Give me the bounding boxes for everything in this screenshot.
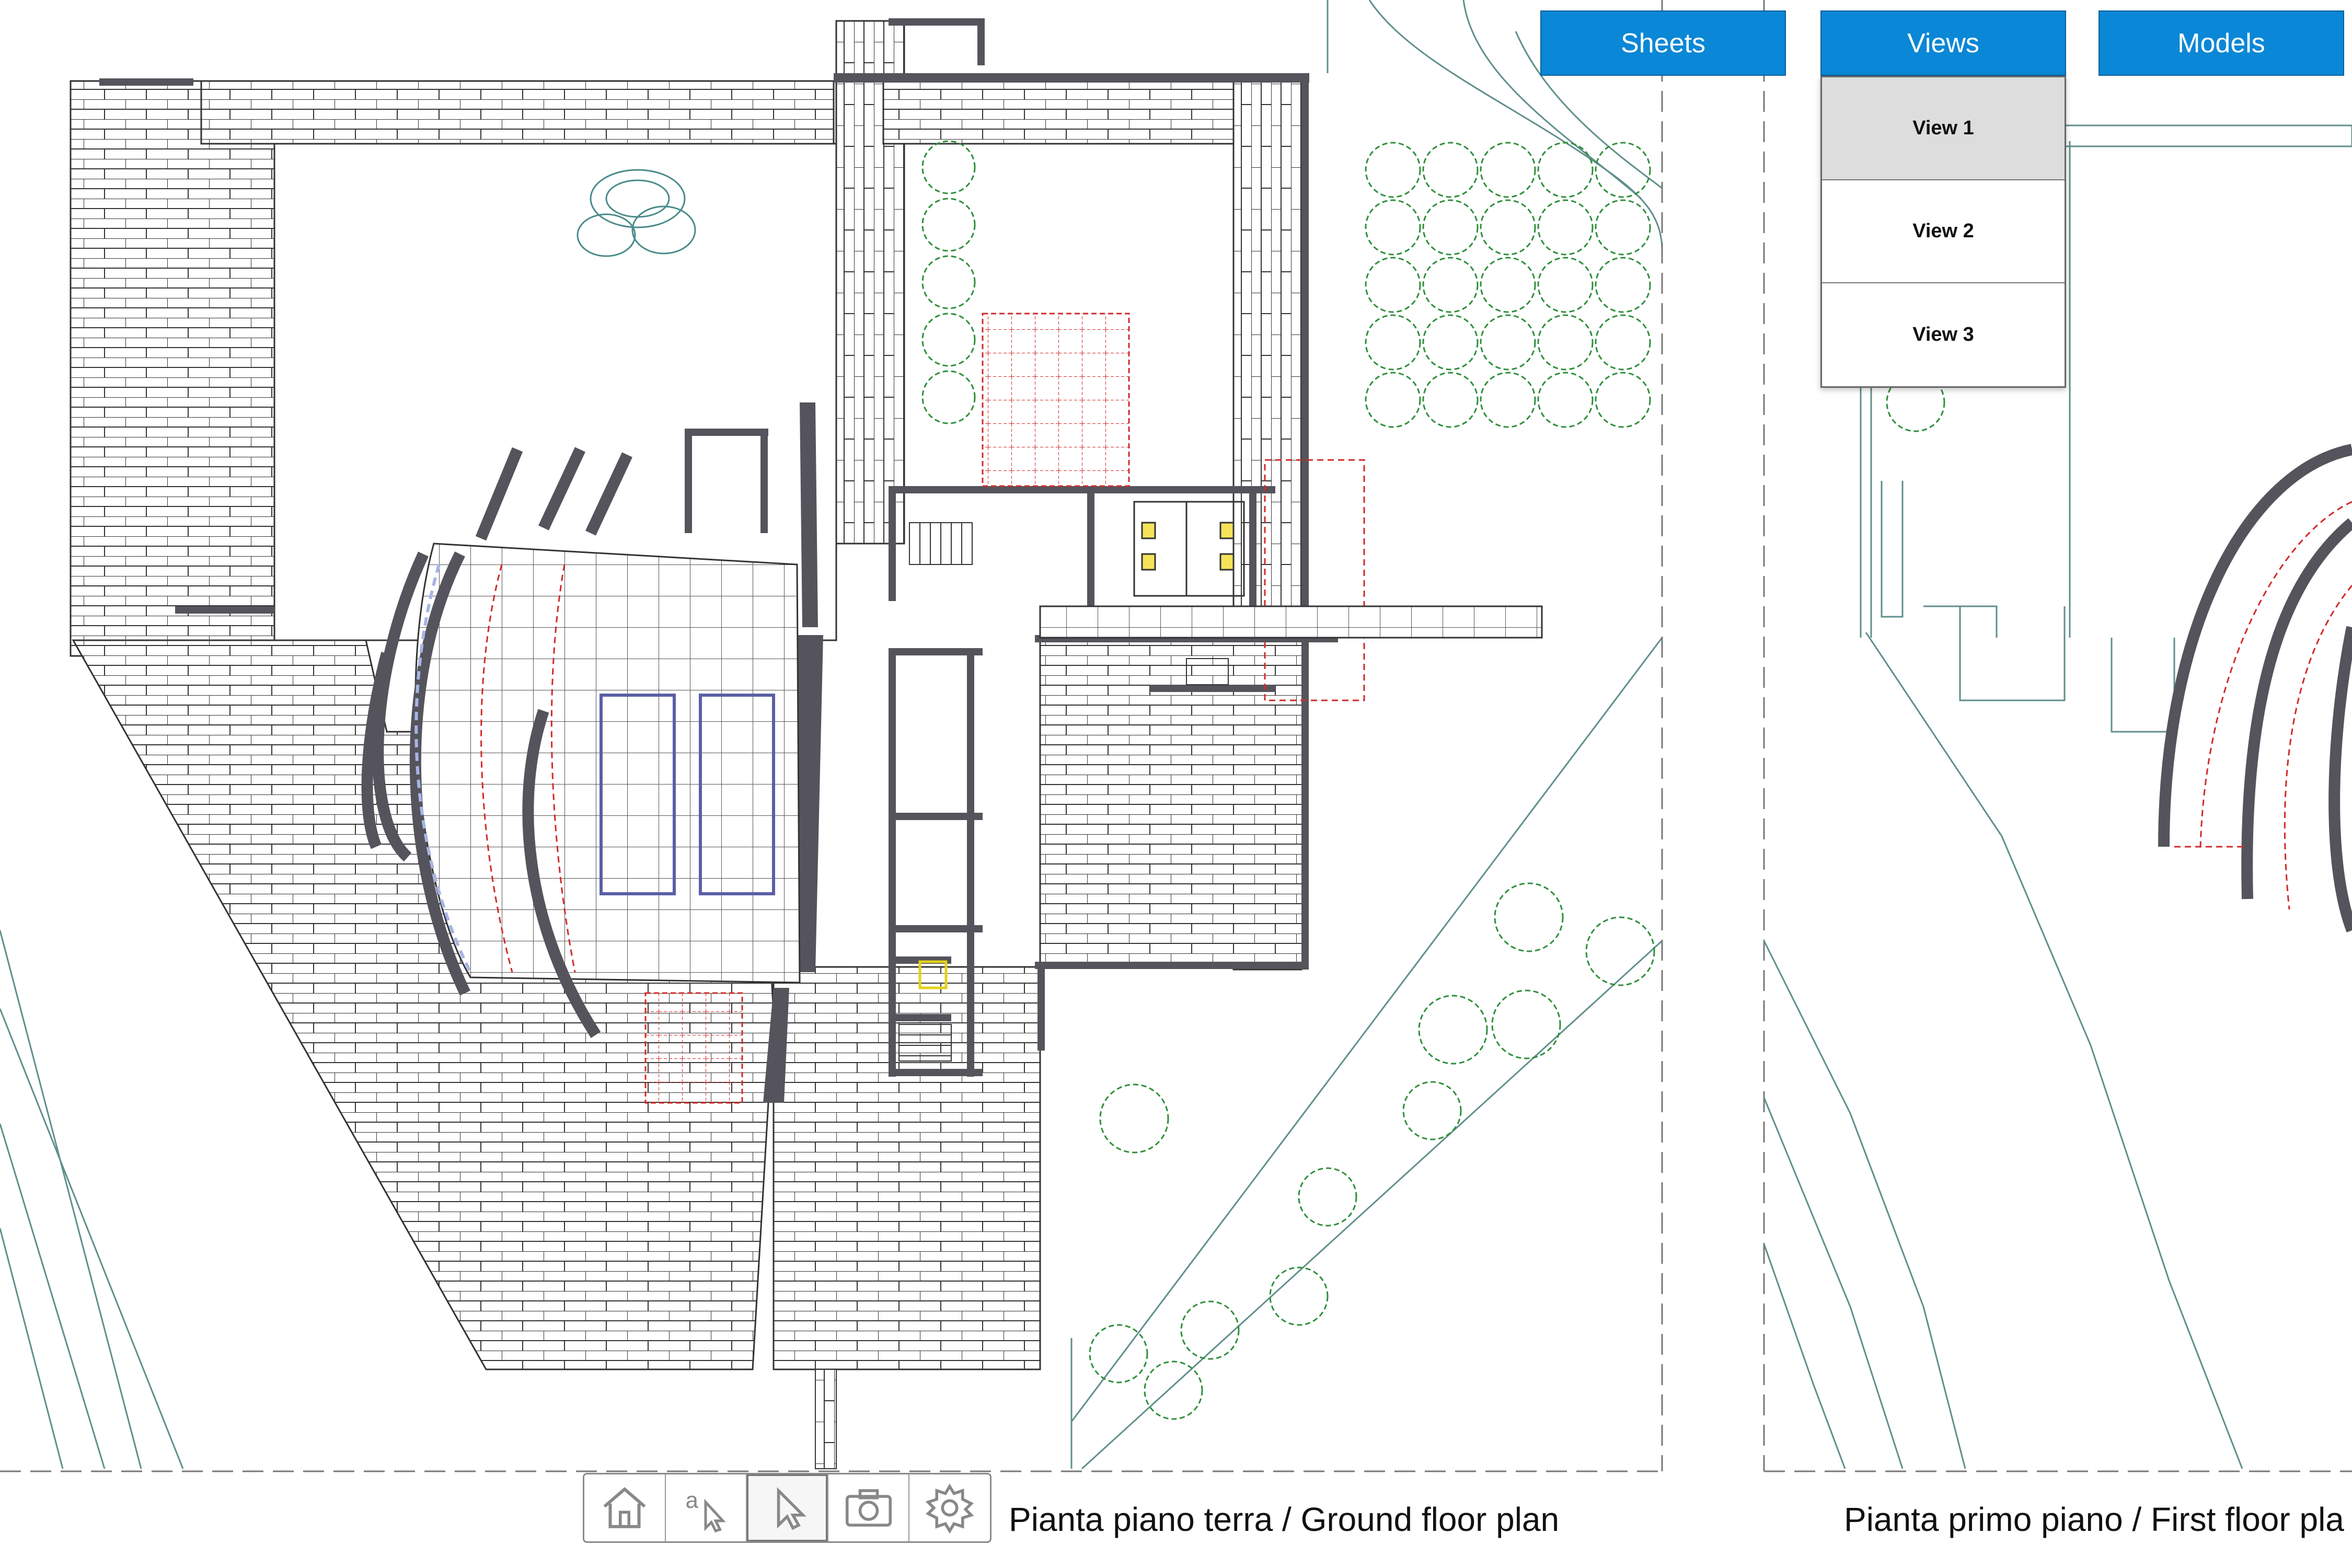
sheets-button[interactable]: Sheets bbox=[1540, 10, 1786, 76]
rock-garden bbox=[577, 169, 696, 257]
view-1-item[interactable]: View 1 bbox=[1822, 77, 2065, 180]
bottom-toolbar: a bbox=[583, 1473, 991, 1543]
seat-rows bbox=[599, 694, 775, 895]
first-floor-red bbox=[2174, 501, 2352, 910]
stairs bbox=[898, 522, 1229, 1062]
gear-icon bbox=[925, 1483, 974, 1534]
first-floor-plan bbox=[1763, 124, 2352, 1469]
settings-button[interactable] bbox=[909, 1474, 990, 1541]
screenshot-button[interactable] bbox=[828, 1474, 910, 1541]
views-dropdown-menu: View 1 View 2 View 3 bbox=[1820, 76, 2066, 388]
annotate-glyph: a bbox=[686, 1488, 699, 1513]
home-button[interactable] bbox=[584, 1474, 666, 1541]
site-lines bbox=[0, 0, 1663, 1470]
red-dashed-grid bbox=[480, 313, 1365, 1104]
views-button[interactable]: Views bbox=[1820, 10, 2066, 76]
annotate-text-icon: a bbox=[686, 1488, 727, 1533]
camera-icon bbox=[845, 1489, 892, 1527]
first-floor-walls bbox=[2158, 444, 2352, 932]
restrooms bbox=[1133, 501, 1245, 597]
view-3-item[interactable]: View 3 bbox=[1912, 324, 1974, 345]
trees bbox=[921, 140, 1655, 1420]
view-2-item[interactable]: View 2 bbox=[1822, 180, 2065, 283]
first-floor-title: Pianta primo piano / First floor pla bbox=[1844, 1501, 2344, 1538]
select-button[interactable] bbox=[747, 1474, 828, 1541]
select-cursor-icon bbox=[777, 1487, 806, 1530]
sheet-frames bbox=[0, 0, 2352, 1472]
home-icon bbox=[603, 1487, 646, 1528]
auditorium bbox=[361, 447, 801, 1038]
walkway bbox=[1039, 605, 1543, 639]
ground-floor-title: Pianta piano terra / Ground floor plan bbox=[1009, 1501, 1560, 1538]
annotate-button[interactable]: a bbox=[666, 1474, 747, 1541]
models-button[interactable]: Models bbox=[2099, 10, 2344, 76]
